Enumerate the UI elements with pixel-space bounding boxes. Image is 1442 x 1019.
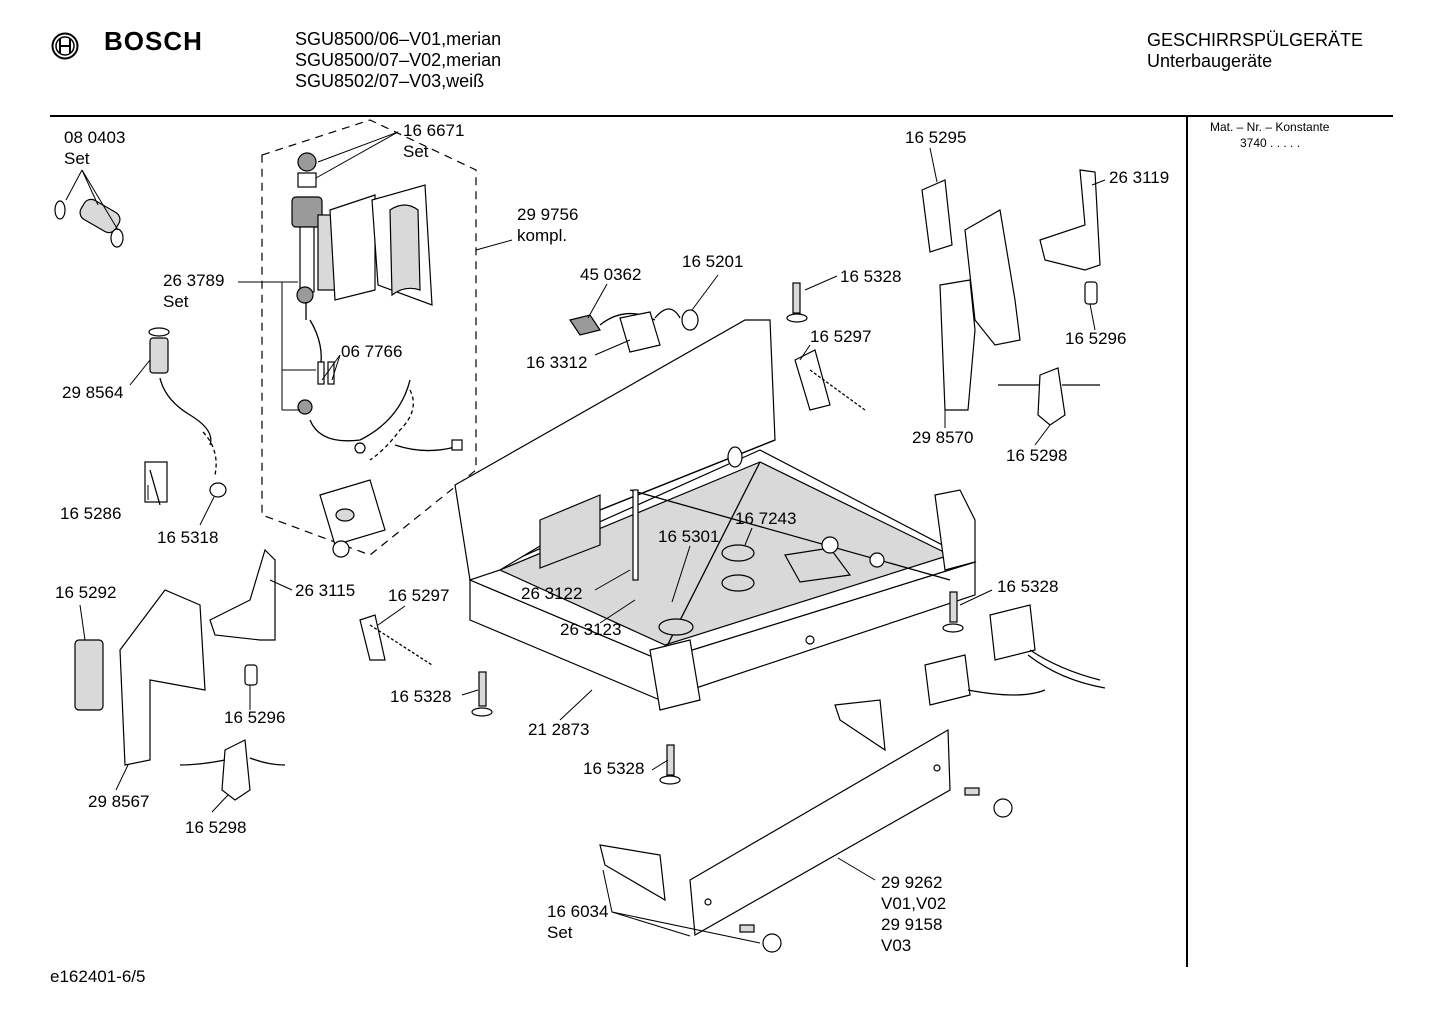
clip-part (144, 461, 168, 506)
doc-id: e162401-6/5 (50, 967, 146, 986)
right-mounting-parts (921, 169, 1101, 426)
bosch-logo-icon (51, 32, 79, 60)
label-166034: 16 6034 (547, 902, 609, 921)
label-165286: 16 5286 (60, 504, 122, 523)
label-165296-left: 16 5296 (224, 708, 286, 727)
label-163312: 16 3312 (526, 353, 588, 372)
label-165328-left: 16 5328 (390, 687, 452, 706)
label-450362: 45 0362 (580, 265, 642, 284)
brand-name: BOSCH (104, 26, 203, 56)
model-line-1: SGU8500/06–V01,merian (295, 29, 502, 49)
label-263789: 26 3789 (163, 271, 225, 290)
label-165297-right: 16 5297 (810, 327, 872, 346)
leader-lines (65, 131, 1106, 944)
base-tub (454, 319, 977, 711)
label-165298-left: 16 5298 (185, 818, 247, 837)
hose-clamp-set (54, 198, 124, 248)
label-165301: 16 5301 (658, 527, 720, 546)
label-165297-left: 16 5297 (388, 586, 450, 605)
label-165201: 16 5201 (682, 252, 744, 271)
category-title: GESCHIRRSPÜLGERÄTE (1147, 30, 1364, 50)
spring-parts (359, 349, 866, 666)
left-mounting-parts (74, 548, 286, 801)
front-panel (599, 699, 951, 936)
label-166671: 16 6671 (403, 121, 465, 140)
label-263122: 26 3122 (521, 584, 583, 603)
label-298570: 29 8570 (912, 428, 974, 447)
label-165318: 16 5318 (157, 528, 219, 547)
label-299158: 29 9158 (881, 915, 943, 934)
label-165298-right: 16 5298 (1006, 446, 1068, 465)
model-line-3: SGU8502/07–V03,weiß (295, 71, 485, 91)
label-212873: 21 2873 (528, 720, 590, 739)
label-166671-set: Set (403, 142, 429, 161)
label-263789-set: Set (163, 292, 189, 311)
wiring-harness (924, 604, 1106, 706)
model-line-2: SGU8500/07–V02,merian (295, 50, 502, 70)
label-299756-kompl: kompl. (517, 226, 568, 245)
label-165296-right: 16 5296 (1065, 329, 1127, 348)
label-299756: 29 9756 (517, 205, 579, 224)
screws (471, 282, 1013, 953)
label-167243: 16 7243 (735, 509, 797, 528)
label-298564: 29 8564 (62, 383, 124, 402)
label-165295: 16 5295 (905, 128, 967, 147)
label-v01-v02: V01,V02 (881, 894, 947, 913)
connector-parts (569, 308, 699, 353)
side-note-value: 3740 . . . . . (1240, 136, 1301, 150)
label-165328-top: 16 5328 (840, 267, 902, 286)
label-080403: 08 0403 (64, 128, 126, 147)
label-166034-set: Set (547, 923, 573, 942)
subcategory-title: Unterbaugeräte (1147, 51, 1273, 71)
label-165328-bottom: 16 5328 (583, 759, 645, 778)
label-263123: 26 3123 (560, 620, 622, 639)
label-165292: 16 5292 (55, 583, 117, 602)
label-263119: 26 3119 (1109, 168, 1170, 187)
label-v03: V03 (881, 936, 912, 955)
label-298567: 29 8567 (88, 792, 150, 811)
label-067766: 06 7766 (341, 342, 403, 361)
side-note-title: Mat. – Nr. – Konstante (1210, 120, 1330, 134)
label-165328-right: 16 5328 (997, 577, 1059, 596)
assembly-group-outline (261, 119, 477, 556)
label-299262: 29 9262 (881, 873, 943, 892)
label-080403-set: Set (64, 149, 90, 168)
label-263115: 26 3115 (295, 581, 356, 600)
bosch-logo: BOSCH (50, 26, 203, 64)
drain-hose (148, 327, 227, 498)
valve-assembly (291, 152, 463, 558)
